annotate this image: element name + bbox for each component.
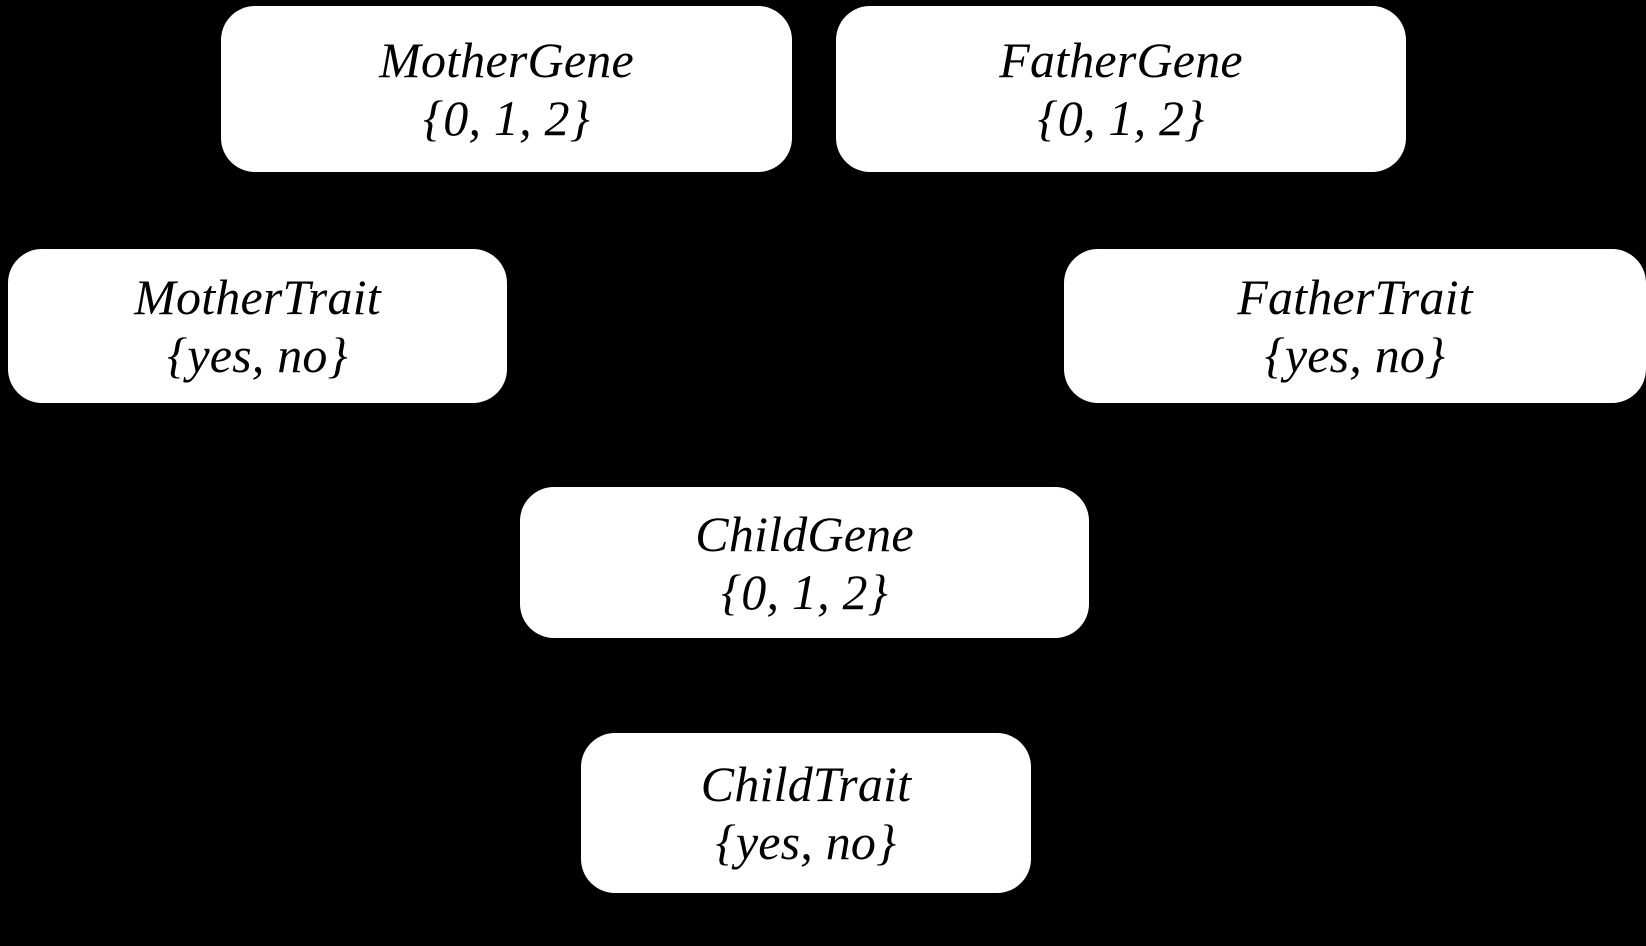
node-child-trait-label: ChildTrait [700, 756, 912, 812]
node-father-gene-label: FatherGene [999, 32, 1243, 88]
node-father-trait-label: FatherTrait [1237, 269, 1473, 325]
node-child-trait-domain: {yes, no} [715, 814, 897, 870]
node-father-trait[interactable]: FatherTrait {yes, no} [1064, 249, 1646, 403]
node-father-trait-domain: {yes, no} [1264, 327, 1446, 383]
node-father-gene-domain: {0, 1, 2} [1037, 90, 1205, 146]
node-mother-gene-domain: {0, 1, 2} [423, 90, 590, 146]
node-mother-trait[interactable]: MotherTrait {yes, no} [8, 249, 507, 403]
node-child-gene-label: ChildGene [695, 505, 914, 562]
node-child-gene-domain: {0, 1, 2} [721, 563, 888, 620]
node-child-trait[interactable]: ChildTrait {yes, no} [581, 733, 1031, 893]
node-mother-trait-label: MotherTrait [134, 269, 381, 325]
node-father-gene[interactable]: FatherGene {0, 1, 2} [836, 6, 1406, 172]
node-mother-gene[interactable]: MotherGene {0, 1, 2} [221, 6, 792, 172]
node-mother-gene-label: MotherGene [379, 32, 634, 88]
node-mother-trait-domain: {yes, no} [167, 327, 348, 383]
node-child-gene[interactable]: ChildGene {0, 1, 2} [520, 487, 1089, 638]
